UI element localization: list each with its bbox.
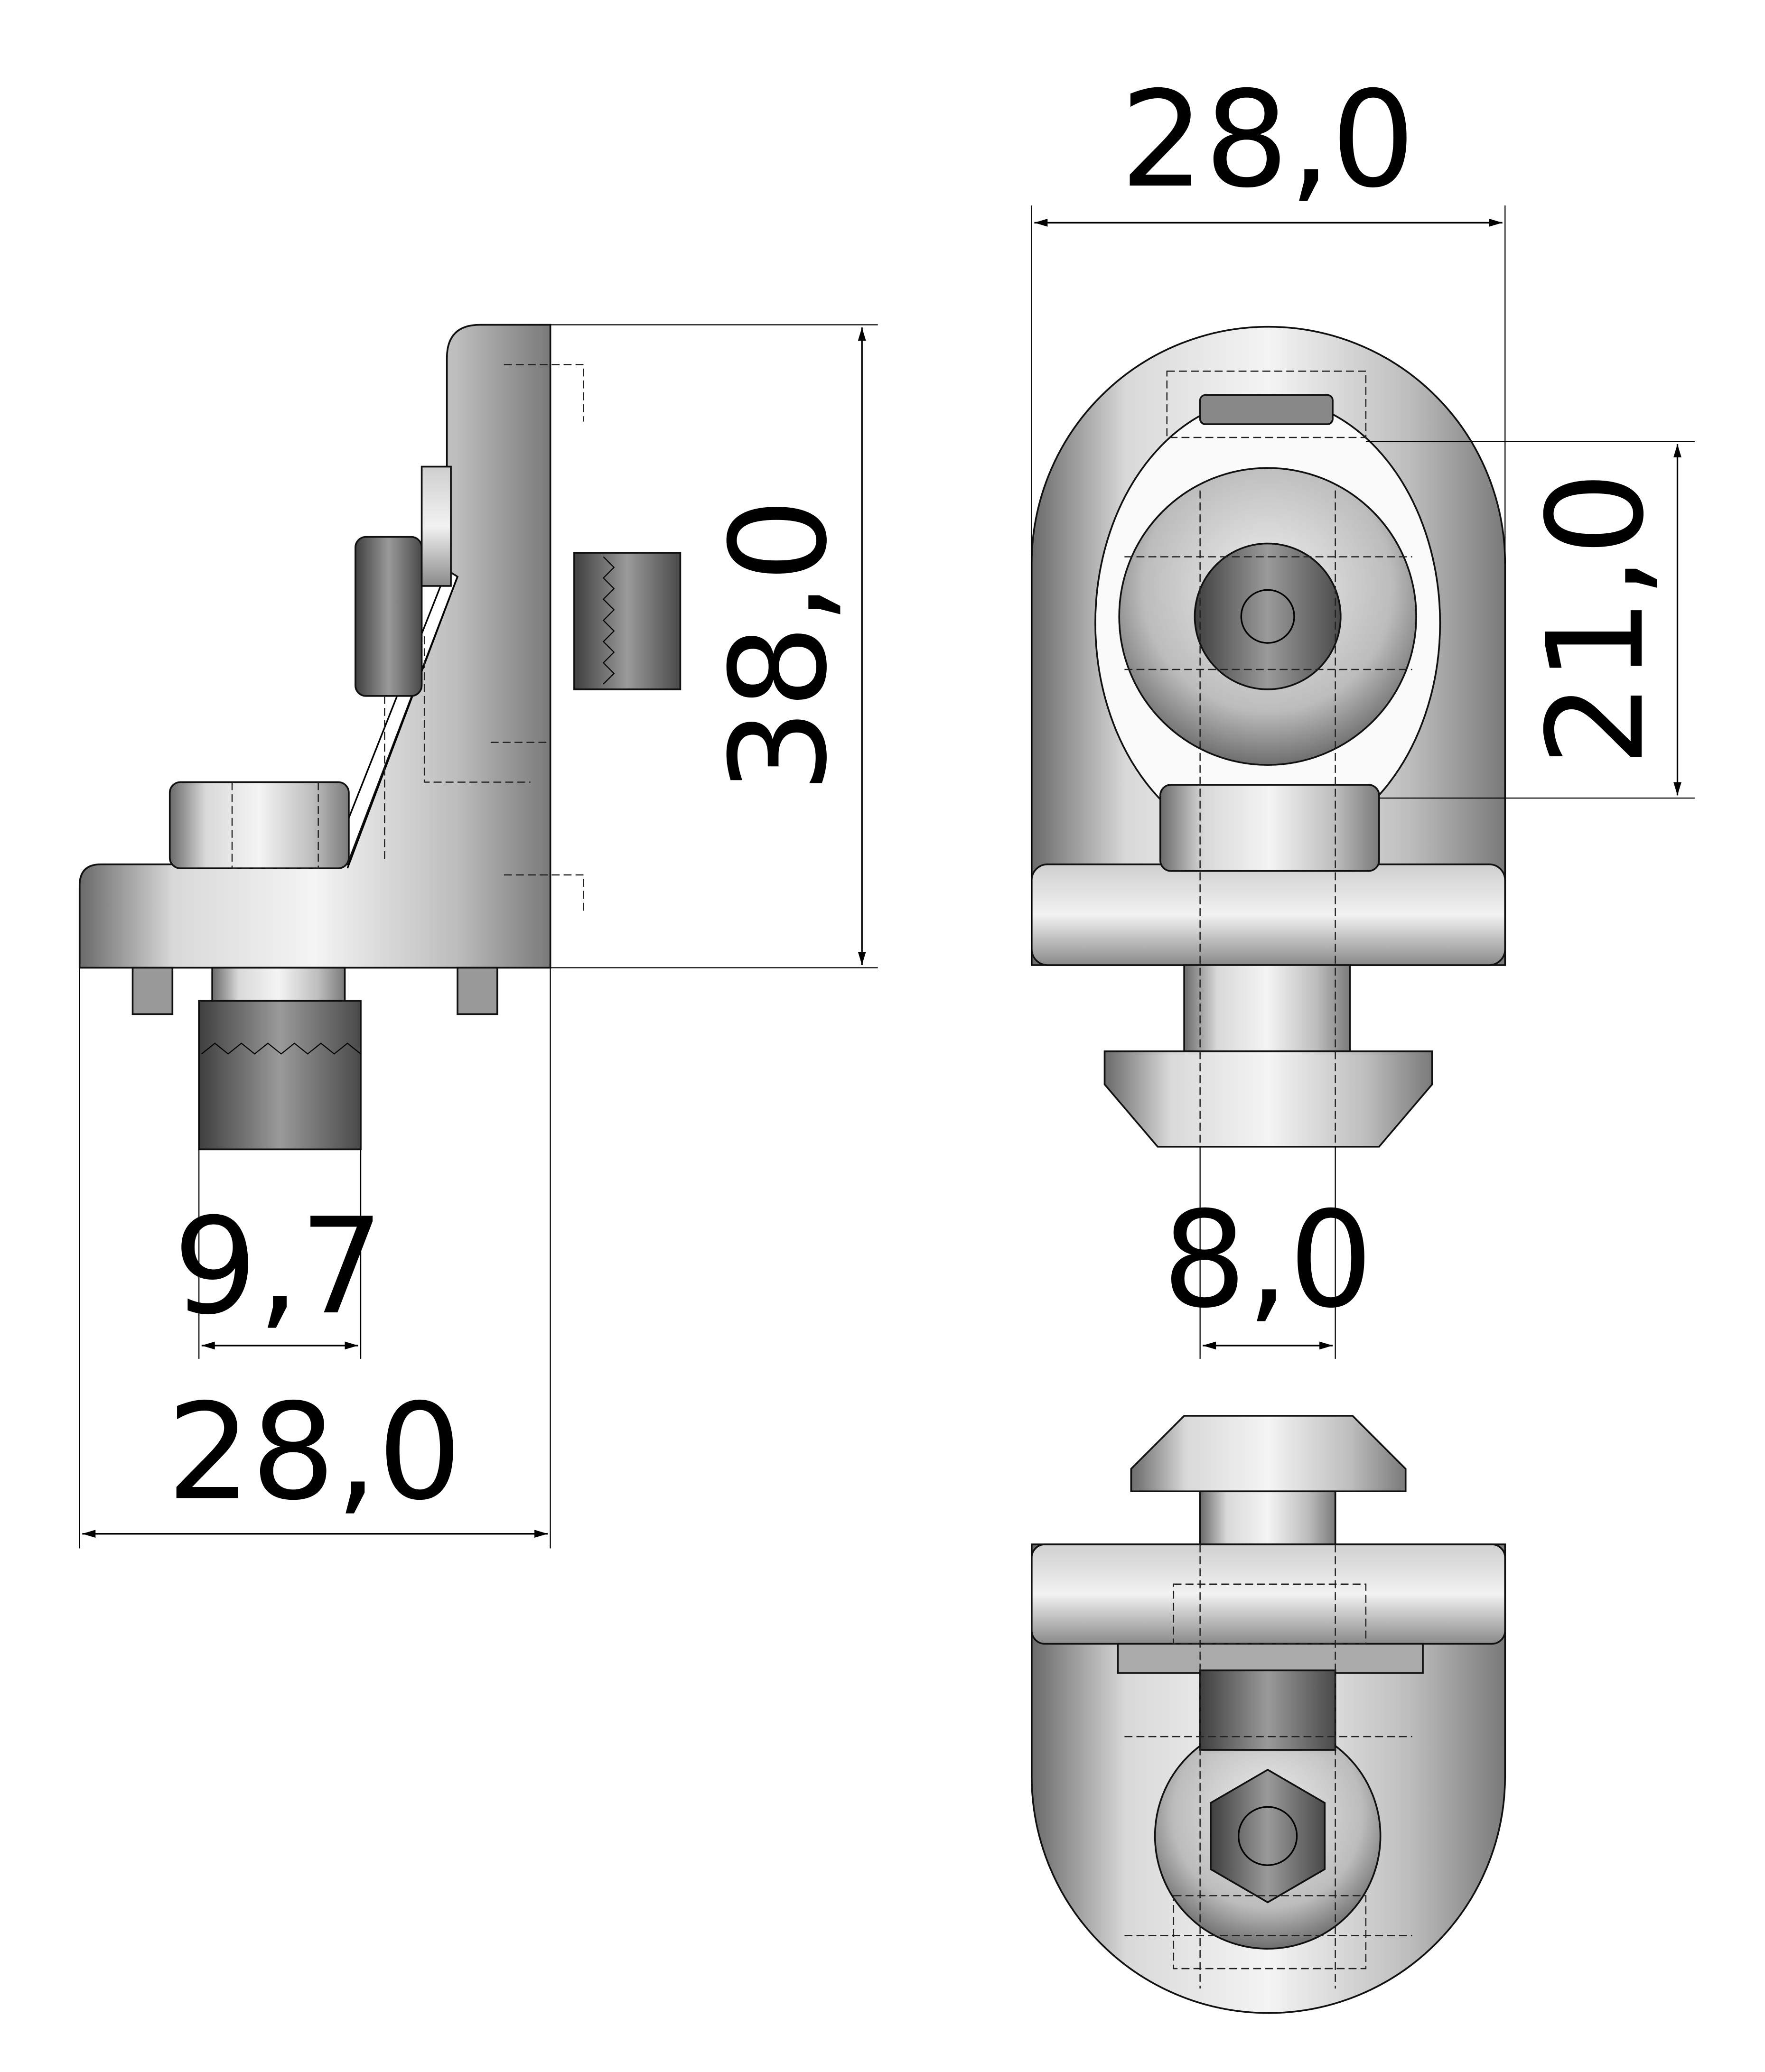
bottom-nut: [198, 1000, 362, 1151]
t-nut: [1103, 1050, 1433, 1148]
nut-width-dim-label: 9,7: [173, 1189, 384, 1344]
base-screw-head: [168, 781, 350, 869]
bottom-view: [1031, 1415, 1506, 2014]
front-width-dim-label: 28,0: [1120, 63, 1415, 217]
shaft: [1183, 964, 1351, 1052]
top-screw-head: [355, 536, 423, 697]
screw-head: [1194, 542, 1342, 690]
width-dim-label: 28,0: [167, 1375, 462, 1529]
side-nut: [573, 552, 682, 690]
boss: [420, 465, 452, 587]
shaft-width-dim-label: 8,0: [1162, 1183, 1373, 1337]
front-view: 28,0 21,0 8,0: [1031, 63, 1695, 1359]
hole-height-dim-label: 21,0: [1519, 472, 1673, 767]
height-dim-label: 38,0: [702, 498, 856, 793]
bottom-shaft: [211, 966, 346, 1002]
t-nut-bottom: [1130, 1415, 1407, 1493]
side-view: 38,0 28,0 9,7: [78, 324, 878, 1549]
bracket-body: [78, 324, 551, 969]
